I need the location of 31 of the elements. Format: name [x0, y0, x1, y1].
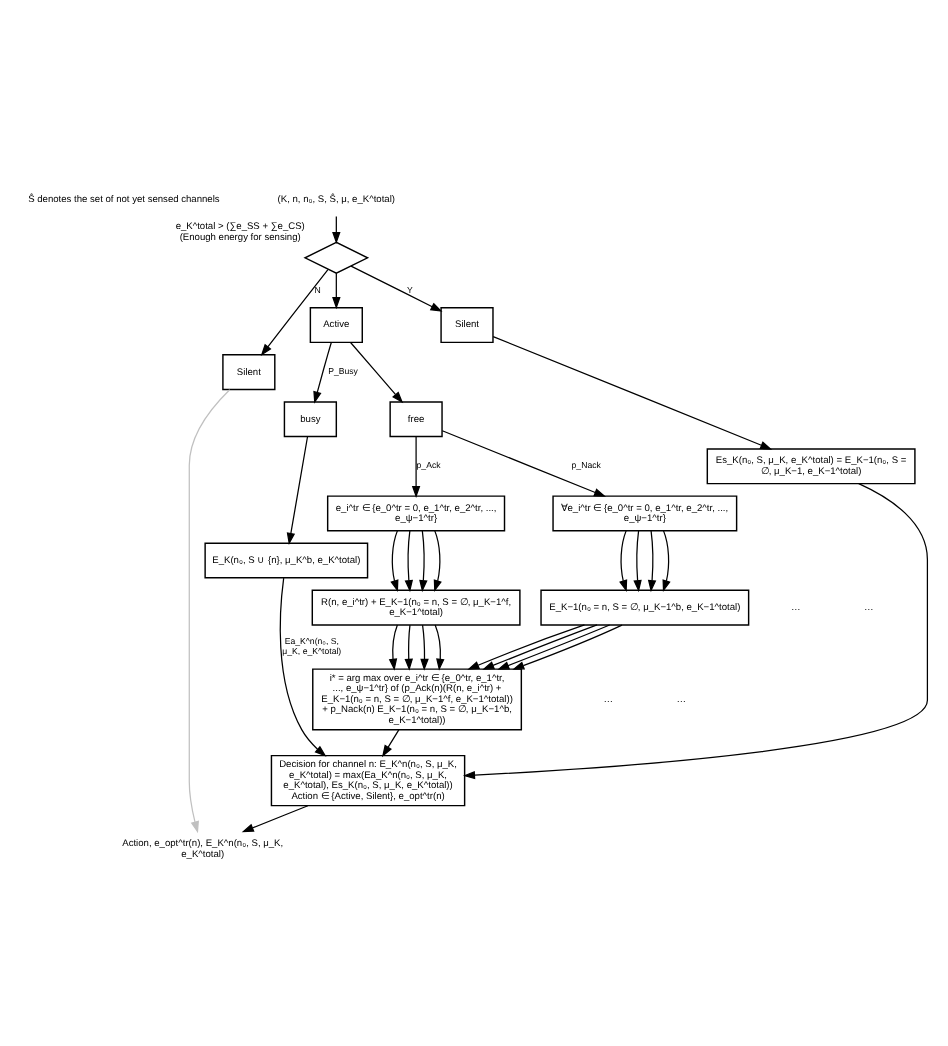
arrow	[286, 435, 309, 544]
arrow	[188, 388, 231, 833]
arrow	[241, 804, 309, 832]
arrow	[433, 529, 442, 592]
arrow	[350, 264, 443, 311]
arrow	[467, 623, 586, 669]
arrow	[492, 334, 773, 449]
arrow	[388, 623, 398, 670]
arrow	[381, 728, 400, 757]
arrow	[647, 529, 657, 592]
arrow	[404, 529, 414, 592]
arrow	[662, 529, 671, 592]
arrow	[441, 429, 607, 496]
arrow	[482, 623, 598, 669]
arrow	[390, 529, 399, 592]
arrow	[313, 340, 332, 403]
arrow	[434, 623, 445, 670]
arrow	[633, 529, 642, 592]
arrow	[512, 623, 623, 669]
arrow	[420, 623, 429, 670]
arrow	[404, 623, 413, 670]
arrow	[497, 623, 611, 669]
arrow	[419, 529, 428, 592]
arrow	[349, 340, 404, 403]
arrow	[411, 435, 421, 497]
arrow	[462, 482, 929, 779]
node-diamond	[303, 240, 370, 273]
arrow	[619, 529, 628, 592]
arrow	[279, 576, 327, 756]
arrow	[260, 267, 329, 355]
arrow	[332, 271, 341, 309]
